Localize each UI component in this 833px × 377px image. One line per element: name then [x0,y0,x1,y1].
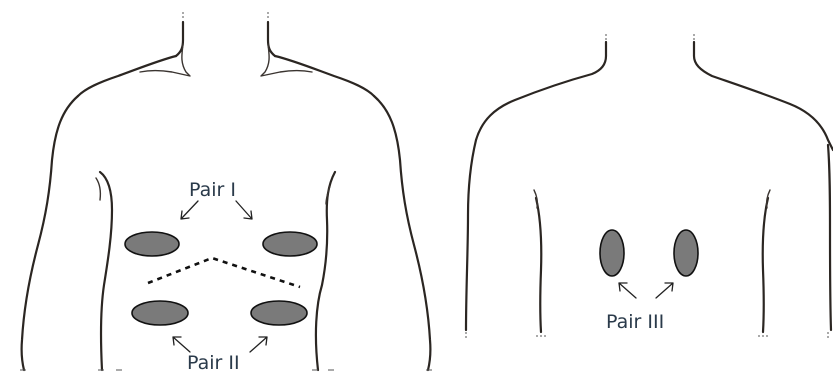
pair-3-right-pad [674,230,698,276]
pair-1-left-pad [125,232,179,256]
pair-2-label: Pair II [187,352,240,374]
pair-2-left-pad [132,301,188,325]
pair-1-right-pad [263,232,317,256]
pair-2-right-pad [251,301,307,325]
back-torso-outline [466,42,833,332]
rib-cage-dotted-line [148,258,300,287]
pair-1-label: Pair I [189,179,236,201]
pair-1-arrows [181,201,252,219]
pair-2-arrows [173,337,267,352]
pair-3-arrows [619,283,673,298]
pair-1-electrodes [125,232,317,256]
pair-3-label: Pair III [606,311,664,333]
pair-3-left-pad [600,230,624,276]
pair-2-electrodes [132,301,307,325]
pair-3-electrodes [600,230,698,276]
back-guide-marks [466,34,828,340]
